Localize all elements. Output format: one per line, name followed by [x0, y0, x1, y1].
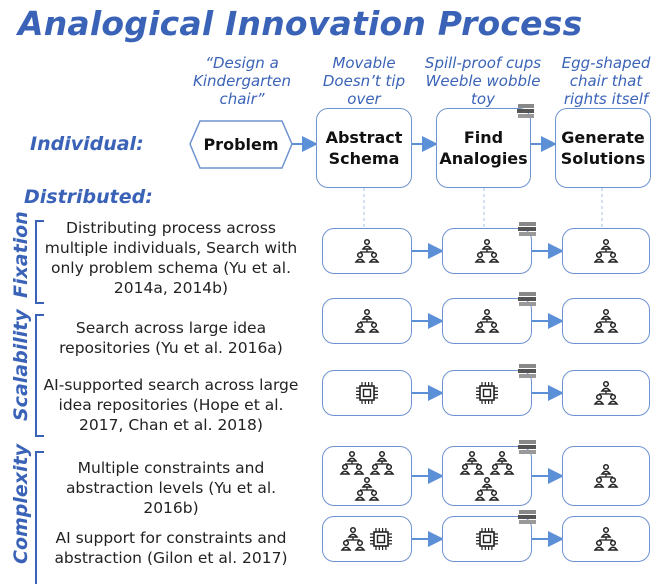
problem-step: Problem	[203, 135, 279, 154]
fixation-bracket	[35, 220, 44, 304]
example-analogies: Spill-proof cups Weeble wobble toy	[424, 54, 542, 108]
row-3-cell-1	[322, 370, 412, 416]
example-solutions: Egg-shaped chair that rights itself	[561, 54, 651, 108]
row-2-cell-3	[562, 298, 650, 344]
chip-icon	[354, 380, 380, 406]
example-problem: “Design a Kindergarten chair”	[193, 54, 291, 108]
crowd-icon	[459, 450, 515, 502]
page-title: Analogical Innovation Process	[18, 4, 583, 43]
people-icon	[474, 238, 500, 264]
example-schema: Movable Doesn’t tip over	[322, 54, 406, 108]
row-4-cell-1	[322, 446, 412, 506]
row-3-cell-2	[442, 364, 536, 416]
people-icon	[593, 463, 619, 489]
people-icon	[593, 238, 619, 264]
find-analogies-step: Find Analogies	[436, 108, 531, 188]
row-4-description: Multiple constraints and abstraction lev…	[65, 459, 277, 517]
problem-hexagon	[189, 120, 293, 169]
people-icon	[474, 308, 500, 334]
row-2-cell-2	[442, 292, 536, 344]
row-2-cell-1	[322, 298, 412, 344]
abstract-schema-step: Abstract Schema	[316, 108, 412, 188]
row-4-cell-2	[442, 440, 536, 506]
row-3-cell-3	[562, 370, 650, 416]
people-icon	[354, 308, 380, 334]
books-icon	[517, 507, 539, 533]
row-1-cell-1	[322, 228, 412, 274]
group-fixation: Fixation	[10, 211, 32, 298]
row-3-description: AI-supported search across large idea re…	[43, 376, 299, 434]
row-1-description: Distributing process across multiple ind…	[44, 219, 298, 297]
books-icon	[517, 437, 539, 463]
group-complexity: Complexity	[10, 443, 32, 564]
books-icon	[516, 101, 536, 125]
row-5-cell-2	[442, 510, 536, 562]
people-icon	[593, 308, 619, 334]
generate-solutions-step: Generate Solutions	[555, 108, 651, 188]
row-5-description: AI support for constraints and abstracti…	[54, 529, 288, 567]
row-4-cell-3	[562, 446, 650, 506]
group-scalability: Scalability	[10, 309, 32, 421]
chip-icon	[474, 526, 500, 552]
people-icon	[593, 380, 619, 406]
row-2-description: Search across large idea repositories (Y…	[59, 319, 283, 357]
distributed-label: Distributed:	[24, 186, 153, 208]
row-1-cell-2	[442, 222, 536, 274]
row-5-cell-3	[562, 516, 650, 562]
people-icon	[593, 526, 619, 552]
crowd-icon	[339, 450, 395, 502]
row-5-cell-1	[322, 516, 412, 562]
books-icon	[517, 289, 539, 315]
scalability-bracket	[35, 314, 44, 437]
people-chip-icon	[340, 526, 394, 552]
books-icon	[517, 361, 539, 387]
individual-label: Individual:	[30, 133, 144, 155]
row-1-cell-3	[562, 228, 650, 274]
books-icon	[517, 219, 539, 245]
complexity-bracket	[35, 451, 44, 584]
people-icon	[354, 238, 380, 264]
chip-icon	[474, 380, 500, 406]
